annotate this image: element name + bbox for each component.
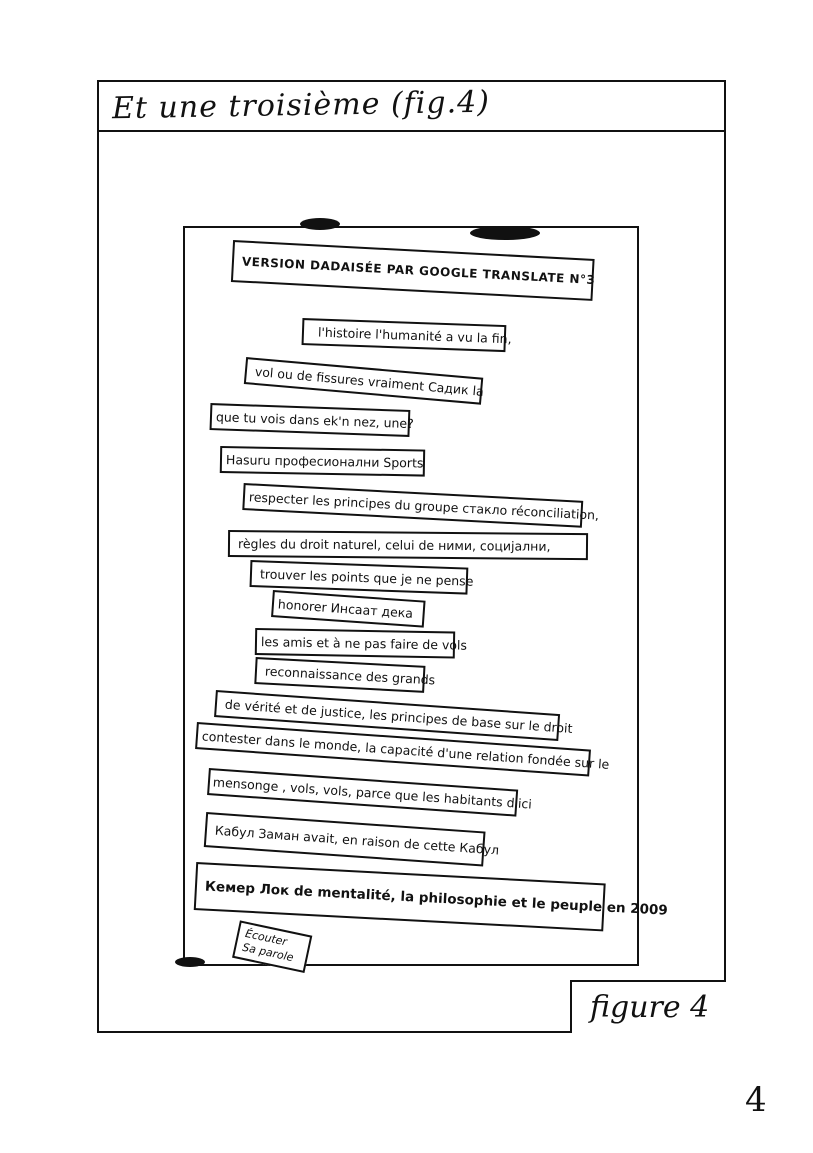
ink-blot: [470, 226, 540, 240]
page-title: Et une troisième (fig.4): [111, 84, 491, 127]
header-divider: [97, 130, 726, 132]
page-frame: [97, 80, 726, 1033]
collage-line: les amis et à ne pas faire de vols: [254, 628, 467, 659]
ink-blot: [300, 218, 340, 230]
figure-label-box: [570, 980, 726, 1033]
collage-paper: [183, 226, 639, 966]
ink-blot: [175, 957, 205, 967]
figure-label: figure 4: [590, 990, 710, 1025]
page-number: 4: [745, 1080, 767, 1120]
collage-line: règles du droit naturel, celui de ними, …: [227, 530, 589, 561]
collage-line: Hasuru професионални Sports: [219, 446, 426, 477]
